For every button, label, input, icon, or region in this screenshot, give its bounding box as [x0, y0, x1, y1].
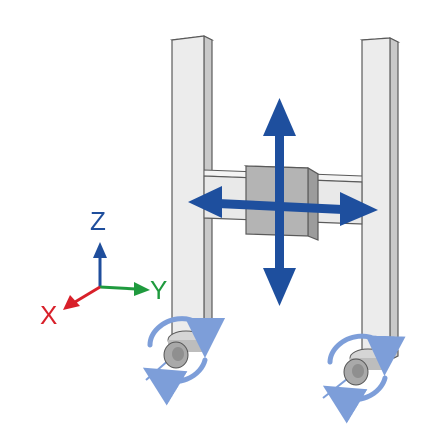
x-axis-label: X — [40, 300, 58, 330]
x-axis-arrowhead — [63, 295, 80, 310]
y-axis-label: Y — [150, 275, 168, 305]
four-way-arrow-icon — [188, 98, 378, 306]
x-axis-line — [74, 285, 101, 304]
rotation-ring-icon — [322, 333, 406, 424]
y-axis-line — [99, 285, 137, 291]
axis-triad — [63, 242, 150, 310]
z-axis-arrowhead — [93, 242, 107, 258]
rotation-ring-icon — [142, 316, 226, 406]
z-axis-label: Z — [90, 206, 106, 236]
y-axis-arrowhead — [134, 282, 150, 296]
right-post — [359, 37, 401, 363]
